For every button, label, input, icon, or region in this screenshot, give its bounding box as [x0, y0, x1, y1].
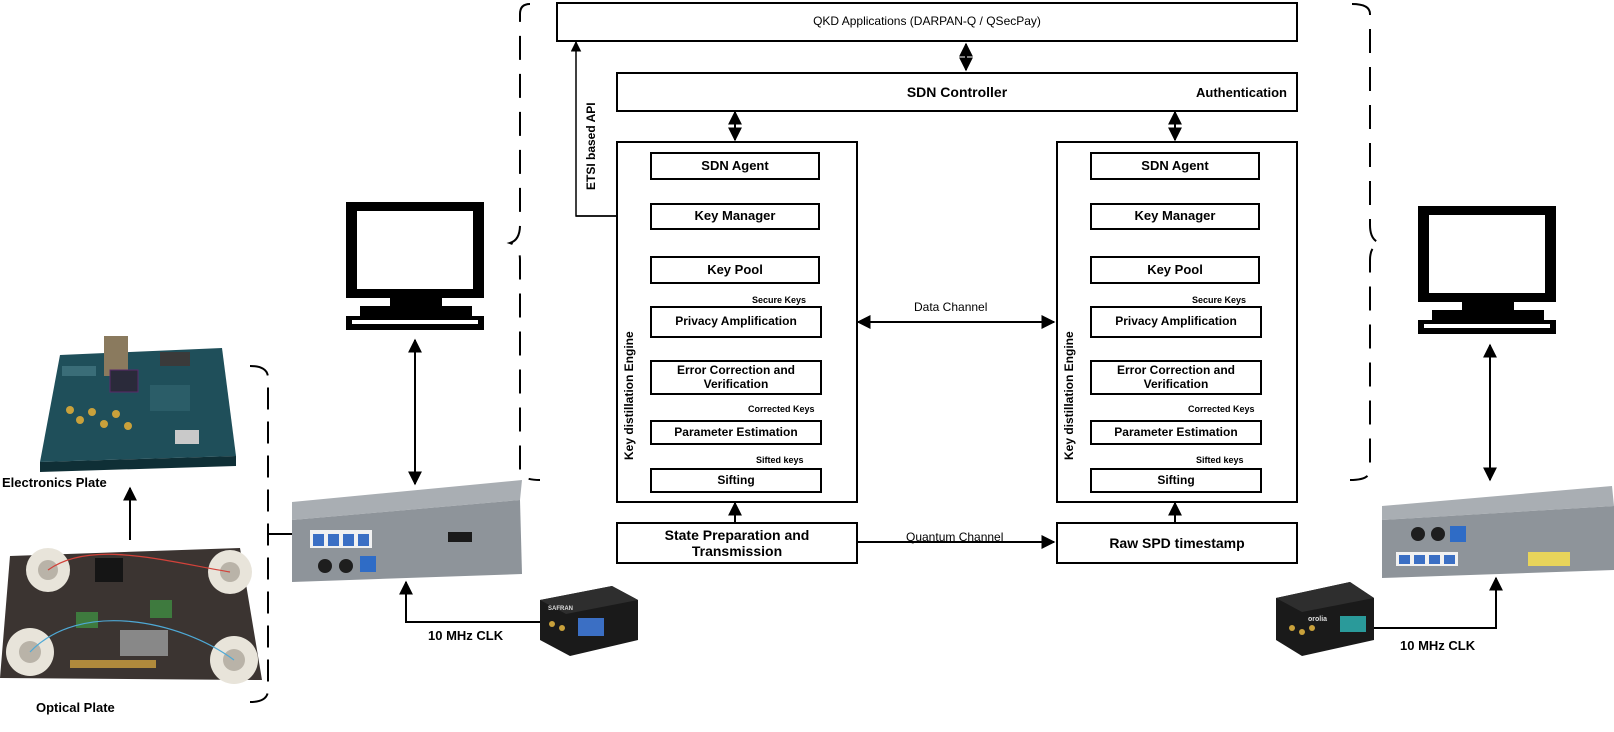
right-chassis-image [1382, 486, 1614, 578]
right-engine-label: Key distillation Engine [1062, 331, 1076, 460]
left-chassis-image [292, 480, 522, 582]
right-parameter-estimation-label: Parameter Estimation [1114, 424, 1238, 439]
right-clock-label: 10 MHz CLK [1400, 638, 1476, 653]
left-privacy-amplification-box: Privacy Amplification [650, 306, 822, 338]
left-key-pool-box: Key Pool [650, 256, 820, 284]
optical-plate-image [0, 548, 262, 684]
left-sifting-label: Sifting [717, 472, 755, 487]
right-key-pool-box: Key Pool [1090, 256, 1260, 284]
raw-spd-timestamp-box: Raw SPD timestamp [1056, 522, 1298, 564]
optical-plate-label: Optical Plate [36, 700, 115, 715]
left-corrected-keys-label: Corrected Keys [748, 404, 815, 414]
qkd-applications-box: QKD Applications (DARPAN-Q / QSecPay) [556, 2, 1298, 42]
right-corrected-keys-label: Corrected Keys [1188, 404, 1255, 414]
right-brace-top [1349, 3, 1384, 481]
left-monitor-icon [346, 202, 484, 330]
right-secure-keys-label: Secure Keys [1192, 295, 1247, 305]
sdn-controller-box: SDN Controller [616, 72, 1298, 112]
raw-spd-timestamp-label: Raw SPD timestamp [1109, 534, 1245, 551]
left-clock-label: 10 MHz CLK [428, 628, 504, 643]
left-clock-brand: SAFRAN [548, 606, 573, 612]
left-sdn-agent-label: SDN Agent [701, 157, 769, 173]
right-sdn-agent-box: SDN Agent [1090, 152, 1260, 180]
electronics-plate-label: Electronics Plate [2, 475, 107, 490]
right-sifted-keys-label: Sifted keys [1196, 455, 1244, 465]
left-key-pool-label: Key Pool [707, 261, 763, 277]
right-key-pool-label: Key Pool [1147, 261, 1203, 277]
left-brace-top [506, 3, 541, 481]
authentication-label: Authentication [1196, 85, 1287, 100]
right-error-correction-box: Error Correction and Verification [1090, 360, 1262, 395]
right-parameter-estimation-box: Parameter Estimation [1090, 420, 1262, 445]
left-sdn-agent-box: SDN Agent [650, 152, 820, 180]
right-error-correction-label: Error Correction and Verification [1116, 362, 1236, 391]
right-key-manager-box: Key Manager [1090, 203, 1260, 230]
left-clock-box-image [540, 586, 638, 656]
left-key-manager-box: Key Manager [650, 203, 820, 230]
right-sifting-label: Sifting [1157, 472, 1195, 487]
right-sdn-agent-label: SDN Agent [1141, 157, 1209, 173]
right-key-manager-label: Key Manager [1134, 208, 1216, 224]
right-clock-brand: orolia [1308, 616, 1328, 623]
right-monitor-icon [1418, 206, 1556, 334]
state-preparation-label: State Preparation and Transmission [664, 526, 810, 559]
etsi-api-label: ETSI based API [584, 102, 598, 190]
right-privacy-amplification-box: Privacy Amplification [1090, 306, 1262, 338]
state-preparation-box: State Preparation and Transmission [616, 522, 858, 564]
left-engine-label: Key distillation Engine [622, 331, 636, 460]
sdn-controller-label: SDN Controller [906, 83, 1008, 100]
left-sifted-keys-label: Sifted keys [756, 455, 804, 465]
right-privacy-amplification-label: Privacy Amplification [1115, 314, 1237, 329]
left-error-correction-box: Error Correction and Verification [650, 360, 822, 395]
left-parameter-estimation-box: Parameter Estimation [650, 420, 822, 445]
quantum-channel-label: Quantum Channel [906, 530, 1004, 544]
left-error-correction-label: Error Correction and Verification [676, 362, 796, 391]
left-sifting-box: Sifting [650, 468, 822, 493]
qkd-applications-label: QKD Applications (DARPAN-Q / QSecPay) [813, 14, 1041, 29]
data-channel-label: Data Channel [914, 300, 988, 314]
right-sifting-box: Sifting [1090, 468, 1262, 493]
electronics-plate-image [40, 336, 236, 472]
left-secure-keys-label: Secure Keys [752, 295, 807, 305]
left-key-manager-label: Key Manager [694, 208, 776, 224]
left-parameter-estimation-label: Parameter Estimation [674, 424, 798, 439]
right-clock-box-image [1276, 582, 1374, 656]
left-privacy-amplification-label: Privacy Amplification [675, 314, 797, 329]
